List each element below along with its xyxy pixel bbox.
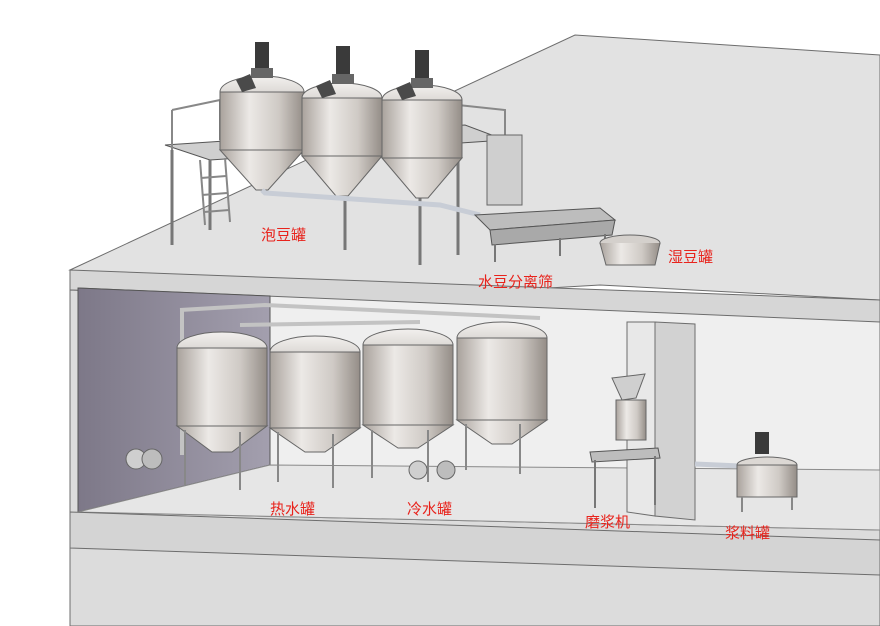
label-separator-screen: 水豆分离筛	[478, 273, 554, 291]
lower-front-band	[69, 511, 880, 576]
soak-tank-2	[300, 46, 384, 197]
label-slurry-tank: 浆料罐	[725, 524, 771, 542]
hot-water-tank-2	[268, 335, 362, 488]
pump-middle	[408, 460, 456, 480]
wet-bean-tank	[599, 234, 661, 266]
soak-outlet-pipe	[260, 188, 481, 218]
soak-tank-3	[380, 50, 464, 199]
label-soak-tank: 泡豆罐	[261, 226, 307, 244]
label-cold-water-tank: 冷水罐	[407, 500, 453, 518]
support-column	[654, 321, 696, 521]
upper-slab-front	[69, 269, 880, 326]
cold-water-tank-2	[455, 321, 549, 474]
label-hot-water-tank: 热水罐	[270, 500, 316, 518]
separator-screen	[473, 134, 617, 262]
pump-left	[125, 448, 163, 470]
soak-tank-1	[218, 42, 306, 191]
label-wet-bean-tank: 湿豆罐	[668, 248, 714, 266]
upper-slab-top	[68, 34, 880, 301]
hot-water-tank-1	[175, 331, 269, 490]
slurry-tank	[736, 432, 798, 512]
label-grinder: 磨浆机	[585, 513, 631, 531]
slurry-pipe	[694, 461, 741, 469]
grinder	[589, 373, 661, 508]
cold-water-tank-1	[361, 328, 455, 482]
